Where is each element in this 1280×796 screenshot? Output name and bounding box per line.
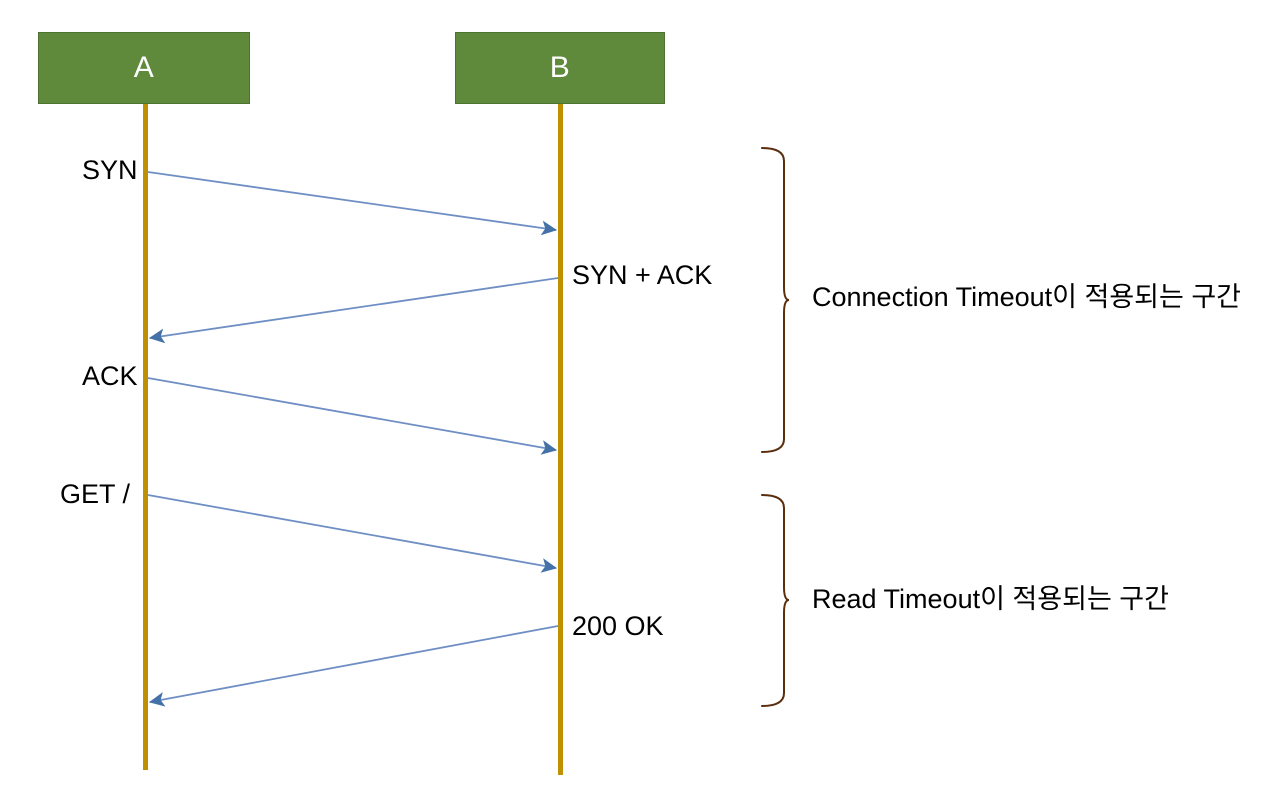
participant-label-a: A — [133, 51, 155, 84]
message-label-200-ok: 200 OK — [572, 611, 664, 641]
message-arrow-get-root — [147, 494, 558, 573]
participant-box-a: A — [38, 32, 250, 104]
brace-connection-timeout — [761, 147, 790, 453]
message-label-syn-ack: SYN + ACK — [572, 260, 713, 290]
message-label-get-root: GET / — [60, 479, 131, 509]
message-arrow-layer — [147, 171, 559, 707]
annotation-connection-timeout: Connection Timeout이 적용되는 구간 — [812, 282, 1242, 312]
annotation-read-timeout: Read Timeout이 적용되는 구간 — [812, 584, 1169, 614]
lifeline-a — [142, 104, 148, 770]
message-arrow-syn-ack — [148, 277, 559, 344]
lifeline-b — [557, 104, 563, 775]
message-label-syn: SYN — [82, 155, 138, 185]
brace-layer — [761, 147, 790, 707]
message-label-ack: ACK — [82, 361, 138, 391]
participant-box-b: B — [455, 32, 665, 104]
message-arrow-200-ok — [148, 625, 559, 707]
message-arrow-ack — [147, 377, 558, 455]
brace-read-timeout — [761, 494, 790, 707]
participant-label-b: B — [549, 51, 571, 84]
message-arrow-syn — [147, 171, 558, 236]
